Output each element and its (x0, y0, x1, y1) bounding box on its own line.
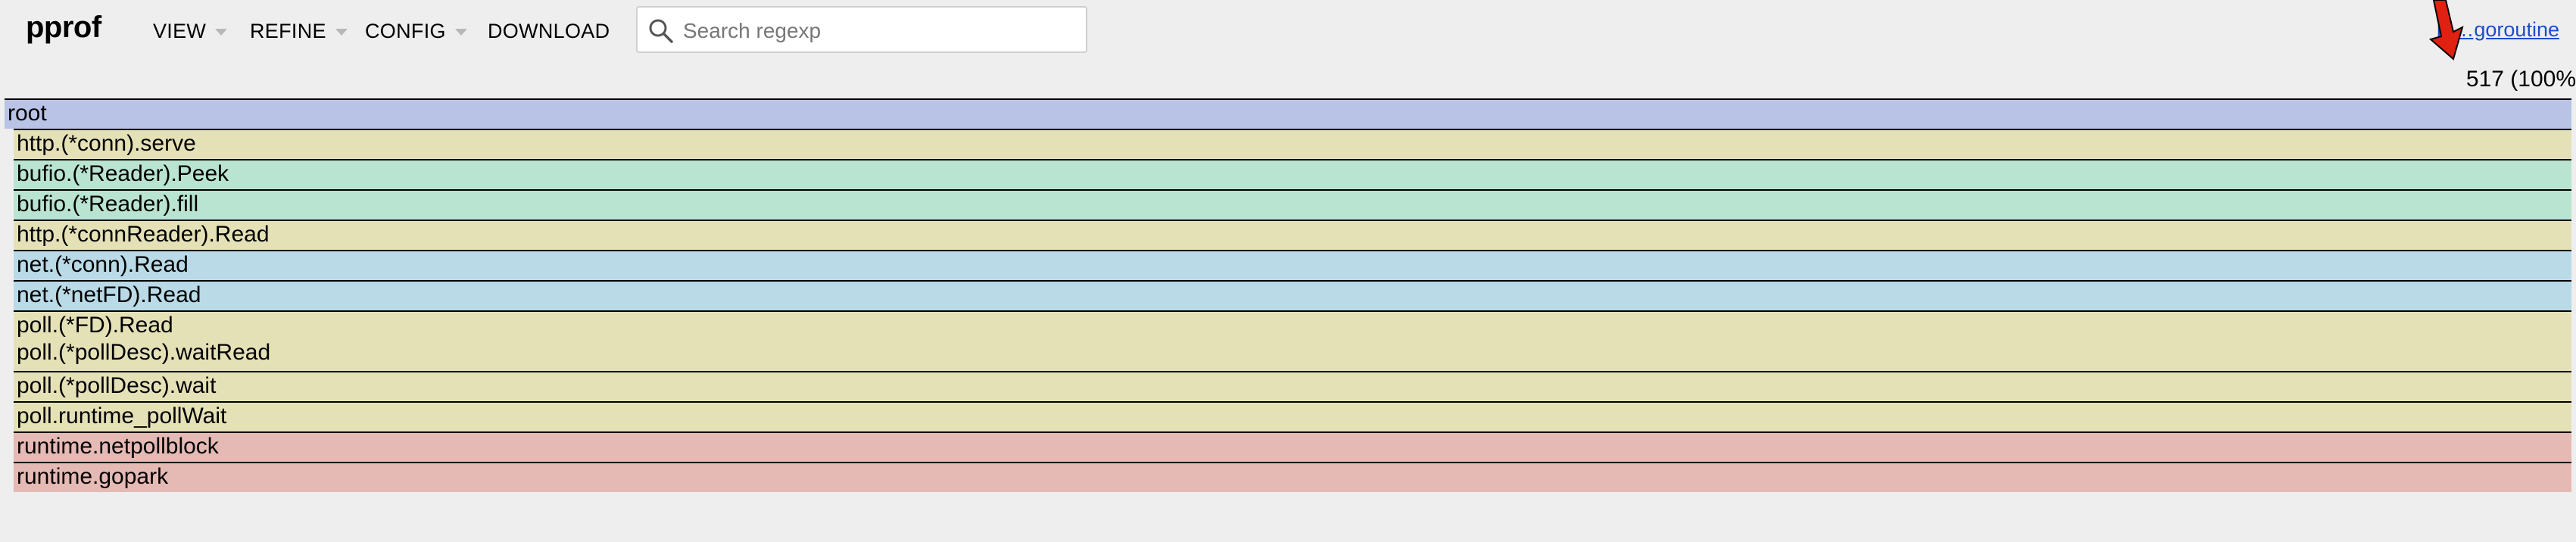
red-arrow-icon (2428, 0, 2464, 61)
frame-label: http.(*conn).serve (17, 131, 196, 156)
config-menu-label: CONFIG (365, 20, 446, 42)
frame-runtime-gopark[interactable]: runtime.gopark (14, 462, 2571, 492)
frame-label: net.(*conn).Read (17, 252, 189, 277)
frame-poll-fd-read[interactable]: poll.(*FD).Read poll.(*pollDesc).waitRea… (14, 310, 2571, 371)
frame-label: bufio.(*Reader).fill (17, 192, 199, 216)
frame-runtime-netpollblock[interactable]: runtime.netpollblock (14, 431, 2571, 462)
total-sample-count: 517 (100% (2465, 67, 2576, 92)
frame-label: root (8, 101, 47, 126)
frame-label: net.(*netFD).Read (17, 282, 201, 307)
search-input[interactable] (681, 14, 1078, 48)
frame-label-second-line: poll.(*pollDesc).waitRead (17, 340, 271, 365)
view-menu-label: VIEW (153, 20, 207, 42)
view-menu[interactable]: VIEW (153, 20, 228, 43)
frame-poll-polldesc-wait[interactable]: poll.(*pollDesc).wait (14, 371, 2571, 401)
frame-bufio-reader-fill[interactable]: bufio.(*Reader).fill (14, 189, 2571, 220)
search-icon (649, 19, 673, 43)
frame-label: http.(*connReader).Read (17, 222, 270, 247)
frame-net-netfd-read[interactable]: net.(*netFD).Read (14, 280, 2571, 310)
refine-menu-label: REFINE (250, 20, 326, 42)
frame-label: poll.runtime_pollWait (17, 403, 227, 428)
frame-label: runtime.gopark (17, 464, 169, 489)
frame-label: bufio.(*Reader).Peek (17, 161, 229, 186)
frame-http-connreader-read[interactable]: http.(*connReader).Read (14, 220, 2571, 250)
frame-label: poll.(*pollDesc).wait (17, 373, 217, 398)
toolbar: pprof VIEW REFINE CONFIG DOWNLOAD m…goro… (0, 0, 2576, 61)
frame-bufio-reader-peek[interactable]: bufio.(*Reader).Peek (14, 159, 2571, 189)
frame-root[interactable]: root (5, 98, 2571, 129)
frame-net-conn-read[interactable]: net.(*conn).Read (14, 250, 2571, 280)
download-menu[interactable]: DOWNLOAD (488, 20, 610, 43)
frame-label: poll.(*FD).Read (17, 313, 173, 338)
app-title: pprof (26, 11, 101, 44)
chevron-down-icon (215, 29, 228, 36)
chevron-down-icon (454, 29, 467, 36)
search-box[interactable] (636, 6, 1087, 53)
config-menu[interactable]: CONFIG (365, 20, 467, 43)
frame-label: runtime.netpollblock (17, 434, 219, 459)
frame-http-conn-serve[interactable]: http.(*conn).serve (14, 129, 2571, 159)
download-menu-label: DOWNLOAD (488, 20, 610, 42)
refine-menu[interactable]: REFINE (250, 20, 348, 43)
frame-poll-runtime-pollwait[interactable]: poll.runtime_pollWait (14, 401, 2571, 431)
chevron-down-icon (335, 29, 348, 36)
